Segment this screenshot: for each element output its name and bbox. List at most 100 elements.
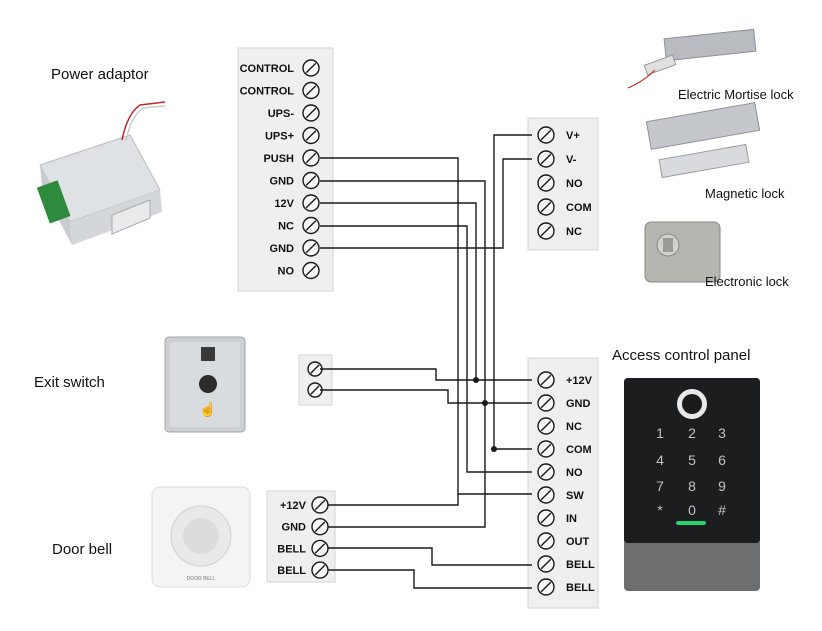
wire-gnd-to-panel-gnd [320, 180, 532, 404]
wire-exit-to-12v [320, 368, 476, 381]
keypad-key-4: 5 [688, 452, 696, 468]
keypad-key-9: * [657, 502, 663, 518]
wire-nc-to-panel-no [320, 225, 532, 473]
wire-push-to-sw [320, 157, 532, 495]
panel-terminal-screw-0-slot [540, 374, 552, 386]
panel-terminal-screw-5-slot [540, 489, 552, 501]
wire-exit-to-gnd [320, 389, 485, 404]
doorbell-terminal-screw-0-slot [314, 499, 326, 511]
access-control-keypad [624, 378, 760, 591]
keypad-key-10: 0 [688, 502, 696, 518]
panel-terminal-screw-9-slot [540, 581, 552, 593]
keypad-key-3: 4 [656, 452, 664, 468]
panel-terminal-label-5: SW [566, 490, 584, 502]
power-supply-terminal-screw-0-slot [305, 62, 317, 74]
door-bell-label: Door bell [52, 541, 113, 558]
power-supply-terminal-screw-2-slot [305, 107, 317, 119]
panel-terminal-label-0: +12V [566, 375, 593, 387]
panel-terminal-screw-2-slot [540, 420, 552, 432]
access-control-panel-label: Access control panel [612, 347, 751, 364]
lock-terminal-label-3: COM [566, 202, 592, 214]
svg-text:☝: ☝ [199, 400, 216, 418]
exit-switch-image: ☝ [164, 336, 246, 433]
keypad-key-2: 3 [718, 425, 726, 441]
panel-terminal-label-9: BELL [566, 582, 595, 594]
doorbell-terminal-label-0: +12V [280, 500, 307, 512]
magnetic-lock-image [645, 102, 761, 179]
magnetic-lock-label: Magnetic lock [705, 186, 785, 201]
panel-terminal-screw-4-slot [540, 466, 552, 478]
electric-mortise-lock-label: Electric Mortise lock [678, 87, 794, 102]
keypad-key-8: 9 [718, 478, 726, 494]
power-supply-terminal-screw-1-slot [305, 85, 317, 96]
doorbell-terminal-screw-3-slot [314, 564, 326, 576]
keypad-key-0: 1 [656, 425, 664, 441]
panel-terminal-label-1: GND [566, 398, 591, 410]
power-supply-terminal-label-1: CONTROL [240, 86, 295, 98]
panel-terminal-screw-1-slot [540, 397, 552, 409]
power-supply-terminal-screw-9-slot [305, 265, 317, 276]
wire-bell-to-bell-1 [328, 547, 532, 566]
wire-bell-gnd [328, 403, 486, 528]
keypad-key-7: 8 [688, 478, 696, 494]
power-supply-terminal-screw-4-slot [305, 152, 317, 164]
power-supply-terminal-label-3: UPS+ [265, 131, 294, 143]
panel-terminal-label-3: COM [566, 444, 592, 456]
wire-gnd-to-lock-v-minus [320, 158, 532, 249]
junction-12v [473, 377, 479, 383]
power-supply-terminal-screw-6-slot [305, 197, 317, 209]
panel-terminal-screw-8-slot [540, 558, 552, 570]
lock-terminal-screw-1-slot [540, 153, 552, 165]
exit-switch-screw-0-slot [310, 364, 320, 374]
electronic-lock-label: Electronic lock [705, 274, 789, 289]
lock-terminal-screw-0-slot [540, 129, 552, 141]
lock-terminal-screw-4-slot [540, 225, 552, 237]
power-supply-terminal-screw-5-slot [305, 175, 317, 186]
electronic-lock-image [644, 221, 721, 283]
doorbell-terminal-screw-1-slot [314, 521, 326, 532]
junction-com [491, 446, 497, 452]
lock-terminal-label-4: NC [566, 226, 582, 238]
power-adaptor-label: Power adaptor [51, 66, 149, 83]
door-bell-brand: DOOR BELL [187, 576, 216, 582]
power-supply-terminal-screw-7-slot [305, 220, 317, 231]
power-supply-terminal-label-9: NO [278, 266, 295, 278]
lock-terminal-label-0: V+ [566, 130, 580, 142]
junction-gnd [482, 400, 488, 406]
power-supply-terminal-label-2: UPS- [268, 108, 295, 120]
power-adaptor-image [36, 101, 166, 245]
panel-terminal-label-6: IN [566, 513, 577, 525]
power-supply-terminal-label-8: GND [270, 243, 295, 255]
doorbell-terminal-label-1: GND [282, 522, 307, 534]
electric-mortise-lock-image [627, 28, 757, 89]
lock-terminal-label-2: NO [566, 178, 583, 190]
doorbell-terminal-screw-2-slot [314, 543, 326, 554]
keypad-key-11: # [718, 502, 726, 518]
wire-lock-v-plus-to-com [493, 134, 532, 450]
power-supply-terminal-screw-8-slot [305, 242, 317, 254]
keypad-key-5: 6 [718, 452, 726, 468]
wire-bell-12v [328, 494, 459, 506]
wire-12v-to-panel-12v [320, 202, 532, 381]
power-supply-terminal-label-6: 12V [274, 198, 294, 210]
door-bell-image [151, 486, 251, 588]
exit-switch-label: Exit switch [34, 374, 105, 391]
doorbell-terminal-label-2: BELL [277, 543, 306, 555]
keypad-key-6: 7 [656, 478, 664, 494]
power-supply-terminal-label-0: CONTROL [240, 63, 295, 75]
wire-bell-to-bell-2 [328, 569, 532, 589]
lock-terminal-screw-2-slot [540, 177, 552, 189]
power-supply-terminal-label-5: GND [270, 176, 295, 188]
panel-terminal-label-8: BELL [566, 559, 595, 571]
exit-switch-screw-1-slot [310, 385, 320, 395]
doorbell-terminal-label-3: BELL [277, 565, 306, 577]
panel-terminal-label-4: NO [566, 467, 583, 479]
power-supply-terminal-label-4: PUSH [263, 153, 294, 165]
panel-terminal-screw-6-slot [540, 512, 552, 524]
panel-terminal-label-2: NC [566, 421, 582, 433]
power-supply-terminal-screw-3-slot [305, 130, 317, 141]
panel-terminal-label-7: OUT [566, 536, 590, 548]
lock-terminal-screw-3-slot [540, 201, 552, 213]
power-supply-terminal-label-7: NC [278, 221, 294, 233]
